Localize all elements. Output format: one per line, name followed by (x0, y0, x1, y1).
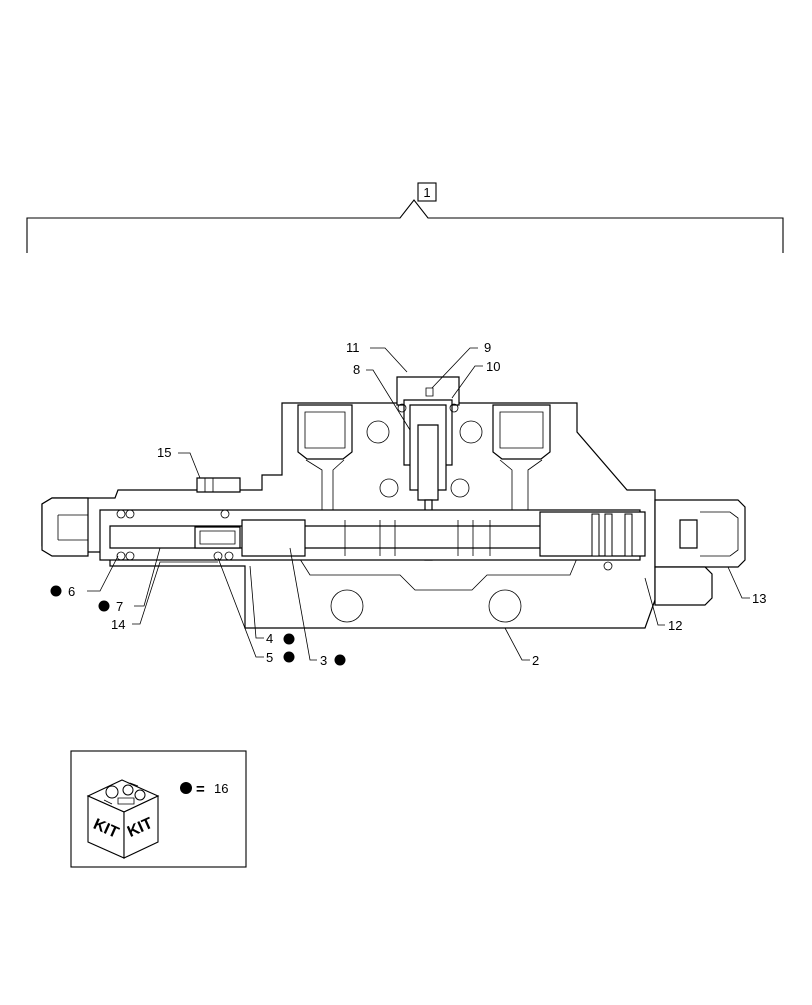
kit-dot-4 (283, 633, 295, 645)
callout-labels: 11 9 10 8 15 6 7 14 4 5 3 2 12 13 (50, 340, 766, 668)
kit-number: 16 (214, 781, 228, 796)
kit-legend: KIT KIT = 16 (70, 750, 247, 868)
kit-box-icon: KIT KIT (86, 779, 160, 859)
callout-5: 5 (266, 650, 273, 665)
callout-2: 2 (532, 653, 539, 668)
assembly-label-box (417, 182, 437, 202)
port-boss-right (492, 404, 551, 460)
relief-cartridge (396, 376, 460, 561)
assembly-bracket: 1 (26, 182, 784, 253)
cartridge-cap (396, 376, 460, 406)
callout-6: 6 (68, 584, 75, 599)
kit-equals: = (196, 781, 205, 798)
spool (99, 509, 646, 561)
kit-legend-dot (180, 782, 192, 794)
callout-9: 9 (484, 340, 491, 355)
callout-13: 13 (752, 591, 766, 606)
kit-dot-6 (50, 585, 62, 597)
callout-4: 4 (266, 631, 273, 646)
callout-11: 11 (346, 340, 360, 355)
callout-12: 12 (668, 618, 682, 633)
kit-dot-7 (98, 600, 110, 612)
callout-3: 3 (320, 653, 327, 668)
fitting-15 (196, 477, 241, 493)
left-end-cap (41, 497, 89, 557)
callout-8: 8 (353, 362, 360, 377)
kit-dot-3 (334, 654, 346, 666)
callout-14: 14 (111, 617, 125, 632)
right-end-cap (654, 499, 746, 568)
right-fitting (679, 519, 698, 549)
callout-10: 10 (486, 359, 500, 374)
callout-15: 15 (157, 445, 171, 460)
kit-dot-5 (283, 651, 295, 663)
leader-lines (87, 347, 750, 661)
callout-7: 7 (116, 599, 123, 614)
right-nut (654, 566, 713, 606)
spool-rod (109, 525, 601, 549)
port-boss-left (297, 404, 353, 460)
assembly-label: 1 (423, 185, 430, 200)
